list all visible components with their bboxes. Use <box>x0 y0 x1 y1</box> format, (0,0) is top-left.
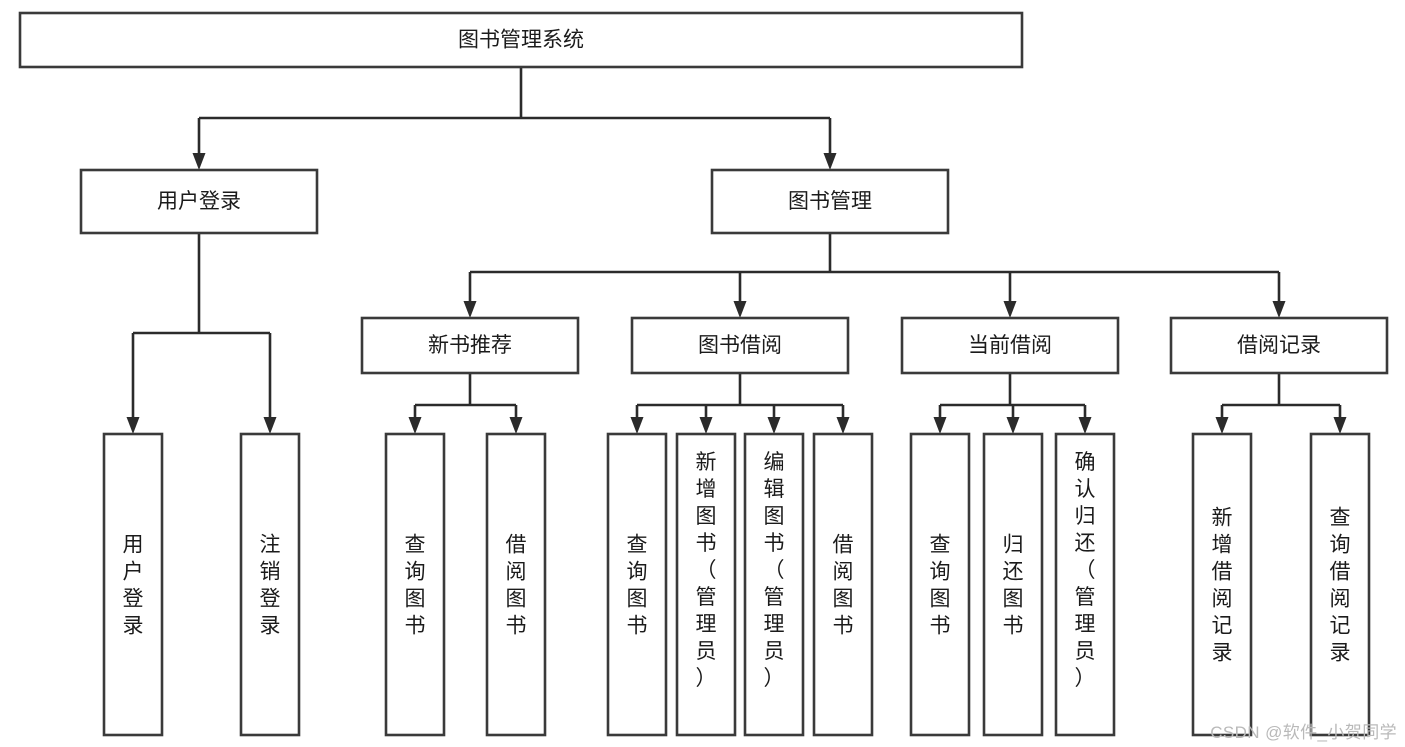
node-box[interactable] <box>239 432 301 737</box>
node-box[interactable] <box>384 432 446 737</box>
connector-group-new-book-rec <box>408 373 523 434</box>
node-box[interactable] <box>18 11 1024 69</box>
node-leaf-edit-book[interactable]: 编辑图书（管理员） <box>743 432 805 737</box>
arrow-head-icon <box>1272 301 1286 318</box>
node-label: 图书管理系统 <box>458 29 584 52</box>
node-new-book-rec[interactable]: 新书推荐 <box>360 316 580 375</box>
node-label: 图书管理 <box>788 190 872 213</box>
arrow-head-icon <box>733 301 747 318</box>
node-label: 用户登录 <box>157 190 241 213</box>
connector-group-book-manage <box>463 233 1286 318</box>
node-leaf-add-book[interactable]: 新增图书（管理员） <box>675 432 737 737</box>
node-box[interactable] <box>606 432 668 737</box>
node-leaf-borrow-book-rec[interactable]: 借阅图书 <box>485 432 547 737</box>
node-leaf-query-record[interactable]: 查询借阅记录 <box>1309 432 1371 737</box>
node-leaf-user-login[interactable]: 用户登录 <box>102 432 164 737</box>
connector-group-borrow-record <box>1215 373 1347 434</box>
arrow-head-icon <box>630 417 644 434</box>
node-box[interactable] <box>710 168 950 235</box>
node-box[interactable] <box>900 316 1120 375</box>
arrow-head-icon <box>1006 417 1020 434</box>
node-leaf-borrow-book[interactable]: 借阅图书 <box>812 432 874 737</box>
node-label: 借阅记录 <box>1237 334 1321 357</box>
node-label: 编辑图书（管理员） <box>764 451 785 690</box>
arrow-head-icon <box>192 153 206 170</box>
node-box[interactable] <box>79 168 319 235</box>
node-box[interactable] <box>1309 432 1371 737</box>
node-leaf-add-record[interactable]: 新增借阅记录 <box>1191 432 1253 737</box>
arrow-head-icon <box>408 417 422 434</box>
node-user-login[interactable]: 用户登录 <box>79 168 319 235</box>
node-box[interactable] <box>743 432 805 737</box>
node-label: 新增图书（管理员） <box>696 451 717 690</box>
node-label: 查询图书 <box>930 534 951 638</box>
node-label: 当前借阅 <box>968 334 1052 357</box>
node-label: 注销登录 <box>260 534 281 638</box>
node-label: 新书推荐 <box>428 334 512 357</box>
node-leaf-user-logout[interactable]: 注销登录 <box>239 432 301 737</box>
connector-group-current-borrow <box>933 373 1092 434</box>
node-book-manage[interactable]: 图书管理 <box>710 168 950 235</box>
node-box[interactable] <box>630 316 850 375</box>
node-label: 用户登录 <box>123 534 144 638</box>
node-leaf-query-book-cur[interactable]: 查询图书 <box>909 432 971 737</box>
node-box[interactable] <box>485 432 547 737</box>
node-box[interactable] <box>909 432 971 737</box>
arrow-head-icon <box>836 417 850 434</box>
node-label: 归还图书 <box>1003 534 1024 638</box>
node-box[interactable] <box>812 432 874 737</box>
arrow-head-icon <box>463 301 477 318</box>
arrow-head-icon <box>823 153 837 170</box>
node-current-borrow[interactable]: 当前借阅 <box>900 316 1120 375</box>
connector-group-root <box>192 67 837 170</box>
connector-group-user-login <box>126 233 277 434</box>
node-box[interactable] <box>1191 432 1253 737</box>
arrow-head-icon <box>767 417 781 434</box>
node-label: 图书借阅 <box>698 334 782 357</box>
node-box[interactable] <box>1169 316 1389 375</box>
node-layer: 图书管理系统用户登录图书管理新书推荐图书借阅当前借阅借阅记录用户登录注销登录查询… <box>18 11 1389 737</box>
node-label: 新增借阅记录 <box>1212 507 1233 665</box>
node-box[interactable] <box>675 432 737 737</box>
node-leaf-query-book-borrow[interactable]: 查询图书 <box>606 432 668 737</box>
arrow-head-icon <box>1003 301 1017 318</box>
arrow-head-icon <box>699 417 713 434</box>
node-box[interactable] <box>102 432 164 737</box>
arrow-head-icon <box>509 417 523 434</box>
node-leaf-query-book-rec[interactable]: 查询图书 <box>384 432 446 737</box>
node-label: 确认归还（管理员） <box>1075 451 1096 690</box>
node-box[interactable] <box>982 432 1044 737</box>
node-leaf-confirm-return[interactable]: 确认归还（管理员） <box>1054 432 1116 737</box>
node-book-borrow[interactable]: 图书借阅 <box>630 316 850 375</box>
arrow-head-icon <box>263 417 277 434</box>
arrow-head-icon <box>126 417 140 434</box>
arrow-head-icon <box>933 417 947 434</box>
node-label: 查询图书 <box>405 534 426 638</box>
node-label: 查询借阅记录 <box>1330 507 1351 665</box>
connector-group-book-borrow <box>630 373 850 434</box>
node-leaf-return-book[interactable]: 归还图书 <box>982 432 1044 737</box>
arrow-head-icon <box>1078 417 1092 434</box>
arrow-head-icon <box>1215 417 1229 434</box>
node-root[interactable]: 图书管理系统 <box>18 11 1024 69</box>
node-label: 借阅图书 <box>833 534 854 638</box>
node-borrow-record[interactable]: 借阅记录 <box>1169 316 1389 375</box>
connector-layer <box>126 67 1347 434</box>
node-box[interactable] <box>1054 432 1116 737</box>
arrow-head-icon <box>1333 417 1347 434</box>
node-label: 查询图书 <box>627 534 648 638</box>
node-box[interactable] <box>360 316 580 375</box>
csdn-watermark: CSDN @软件_小贺同学 <box>1210 723 1397 742</box>
node-label: 借阅图书 <box>506 534 527 638</box>
